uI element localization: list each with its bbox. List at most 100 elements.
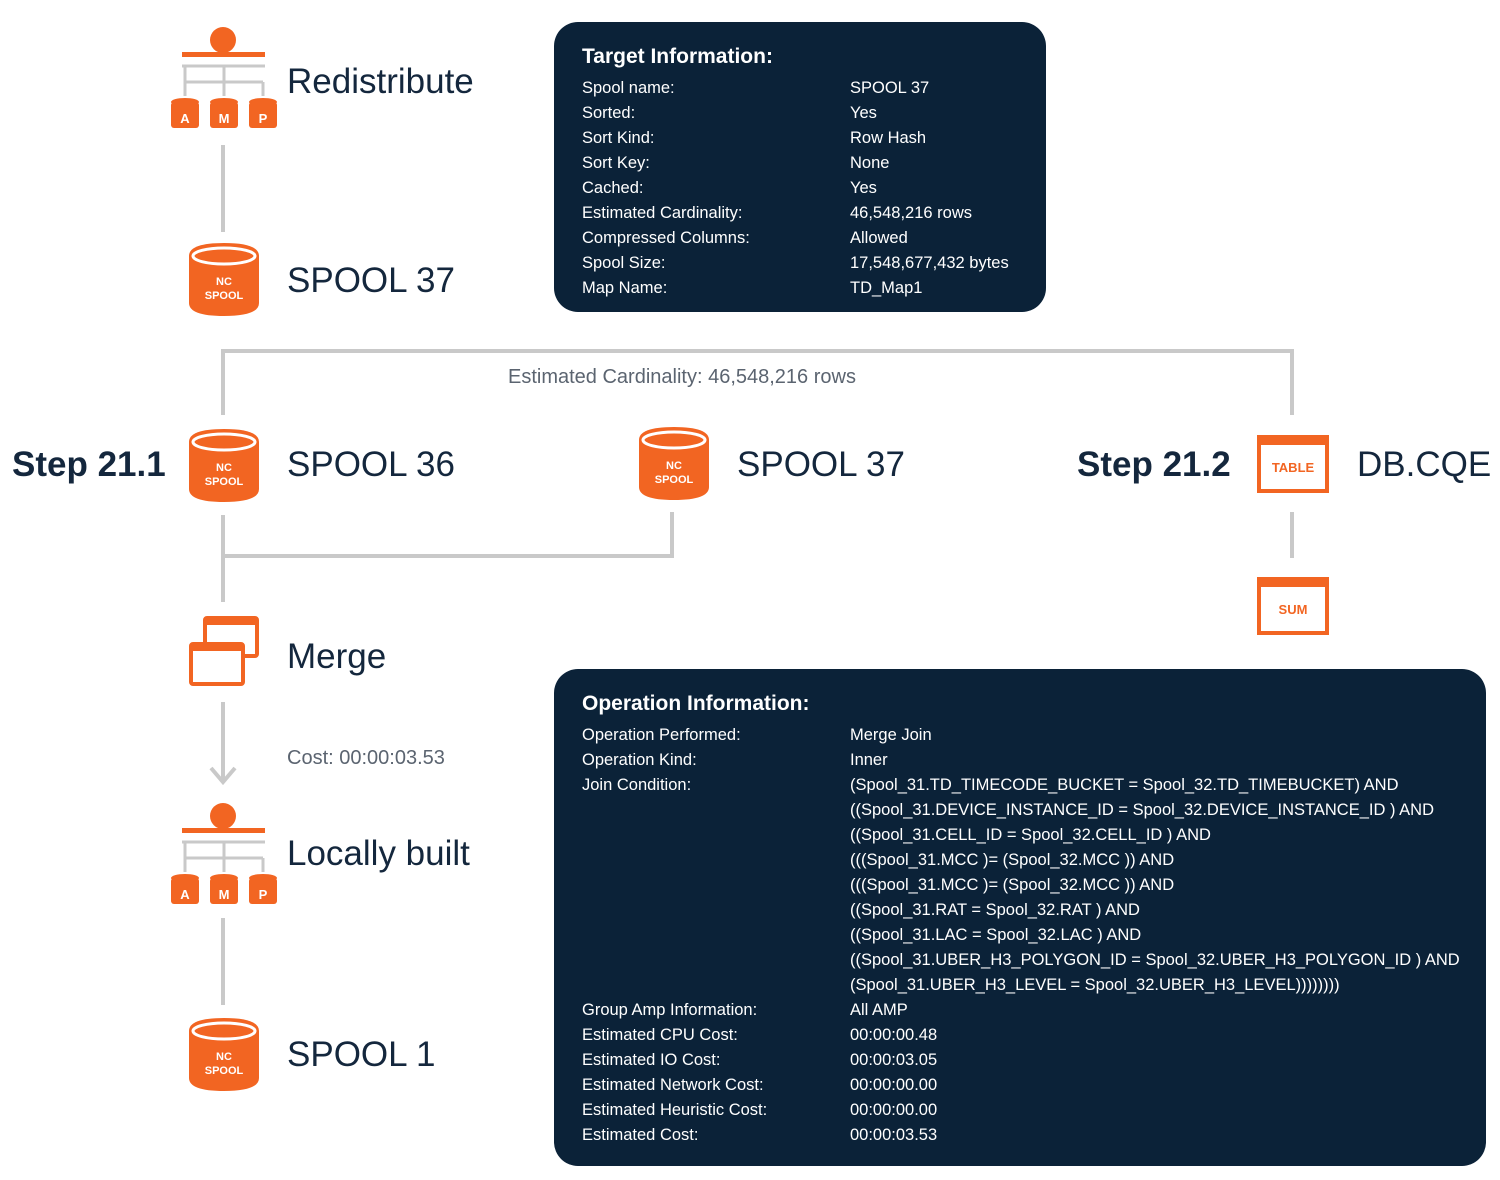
info-row: Sorted: Yes — [582, 101, 1018, 126]
node-label-db-cqe: DB.CQE — [1357, 445, 1492, 484]
info-row: Estimated Network Cost: 00:00:00.00 — [582, 1073, 1458, 1098]
node-label-spool37-top: SPOOL 37 — [287, 261, 455, 300]
join-condition-line: ((Spool_31.UBER_H3_POLYGON_ID = Spool_32… — [850, 951, 1460, 969]
info-row: Sort Key: None — [582, 151, 1018, 176]
info-key: Sort Key: — [582, 154, 650, 172]
info-value: Yes — [850, 104, 877, 122]
nc-spool-icon: NC SPOOL — [188, 1018, 260, 1092]
nc-text: NC — [216, 1051, 232, 1063]
info-value: Merge Join — [850, 726, 932, 744]
arrow-head — [209, 766, 237, 786]
info-key: Estimated Cardinality: — [582, 204, 743, 222]
info-value: Allowed — [850, 229, 908, 247]
nc-text: NC — [666, 460, 682, 472]
node-label-redistribute: Redistribute — [287, 62, 474, 101]
info-row: Spool Size: 17,548,677,432 bytes — [582, 251, 1018, 276]
info-row: Spool name: SPOOL 37 — [582, 76, 1018, 101]
node-label-merge: Merge — [287, 637, 387, 676]
table-icon-text: TABLE — [1272, 460, 1315, 475]
info-row: Estimated Cost: 00:00:03.53 — [582, 1123, 1458, 1148]
table-icon: TABLE — [1257, 435, 1329, 493]
spool-text: SPOOL — [205, 290, 244, 302]
node-label-locally-built: Locally built — [287, 834, 470, 873]
info-key: Estimated Cost: — [582, 1126, 699, 1144]
info-row: Estimated CPU Cost: 00:00:00.48 — [582, 1023, 1458, 1048]
sum-icon: SUM — [1257, 577, 1329, 635]
connector-spool37-branches — [221, 349, 1294, 415]
info-value: 17,548,677,432 bytes — [850, 254, 1009, 272]
info-value: Inner — [850, 751, 888, 769]
info-row: Estimated Heuristic Cost: 00:00:00.00 — [582, 1098, 1458, 1123]
amp-letter-p: P — [259, 887, 268, 902]
info-value: Row Hash — [850, 129, 927, 147]
join-condition-line: (Spool_31.TD_TIMECODE_BUCKET = Spool_32.… — [850, 776, 1399, 794]
connector-spool36-spool37-join — [221, 512, 674, 558]
info-key: Estimated Heuristic Cost: — [582, 1101, 768, 1119]
info-key: Sorted: — [582, 104, 636, 122]
step-21-2-label: Step 21.2 — [1077, 445, 1231, 484]
info-value: All AMP — [850, 1001, 908, 1019]
node-label-spool1: SPOOL 1 — [287, 1035, 436, 1074]
info-key: Sort Kind: — [582, 129, 655, 147]
info-value: None — [850, 154, 890, 172]
info-key: Operation Performed: — [582, 726, 741, 744]
cost-annotation: Cost: 00:00:03.53 — [287, 747, 445, 769]
join-condition-line: ((Spool_31.LAC = Spool_32.LAC ) AND — [850, 926, 1142, 944]
amp-letter-a: A — [180, 111, 190, 126]
spool-text: SPOOL — [205, 476, 244, 488]
join-condition-line: (((Spool_31.MCC )= (Spool_32.MCC )) AND — [850, 851, 1175, 869]
node-label-spool37-mid: SPOOL 37 — [737, 445, 905, 484]
nc-spool-icon: NC SPOOL — [188, 243, 260, 317]
join-condition-line: ((Spool_31.CELL_ID = Spool_32.CELL_ID ) … — [850, 826, 1211, 844]
join-condition-line: ((Spool_31.DEVICE_INSTANCE_ID = Spool_32… — [850, 801, 1434, 819]
info-row: Group Amp Information: All AMP — [582, 998, 1458, 1023]
operation-information-panel: Operation Information: Operation Perform… — [554, 669, 1486, 1166]
info-value: 00:00:00.48 — [850, 1026, 938, 1044]
info-value: 00:00:00.00 — [850, 1076, 938, 1094]
target-information-title: Target Information: — [582, 45, 773, 68]
amp-letter-p: P — [259, 111, 268, 126]
info-key: Estimated Network Cost: — [582, 1076, 764, 1094]
info-key: Join Condition: — [582, 776, 692, 794]
info-value: TD_Map1 — [850, 279, 923, 297]
join-condition-line: (Spool_31.UBER_H3_LEVEL = Spool_32.UBER_… — [850, 976, 1340, 994]
info-key: Spool Size: — [582, 254, 666, 272]
info-row: Estimated Cardinality: 46,548,216 rows — [582, 201, 1018, 226]
merge-windows-icon — [188, 615, 260, 687]
info-key: Estimated CPU Cost: — [582, 1026, 738, 1044]
info-row: Operation Kind:Inner — [582, 748, 1458, 773]
info-key: Group Amp Information: — [582, 1001, 758, 1019]
info-row-join-condition: Join Condition: (Spool_31.TD_TIMECODE_BU… — [582, 773, 1460, 998]
info-row: Compressed Columns: Allowed — [582, 226, 1018, 251]
join-condition-line: (((Spool_31.MCC )= (Spool_32.MCC )) AND — [850, 876, 1175, 894]
estimated-cardinality-annotation: Estimated Cardinality: 46,548,216 rows — [508, 366, 856, 388]
info-value: SPOOL 37 — [850, 79, 930, 97]
amp-local-icon: A M P — [170, 802, 280, 908]
info-key: Estimated IO Cost: — [582, 1051, 721, 1069]
info-key: Spool name: — [582, 79, 675, 97]
info-value: 46,548,216 rows — [850, 204, 973, 222]
info-key: Map Name: — [582, 279, 668, 297]
nc-text: NC — [216, 276, 232, 288]
info-row: Estimated IO Cost: 00:00:03.05 — [582, 1048, 1458, 1073]
spool-text: SPOOL — [655, 474, 694, 486]
nc-spool-icon: NC SPOOL — [638, 427, 710, 501]
info-value: 00:00:03.05 — [850, 1051, 938, 1069]
amp-letter-m: M — [219, 887, 230, 902]
nc-spool-icon: NC SPOOL — [188, 429, 260, 503]
node-label-spool36: SPOOL 36 — [287, 445, 455, 484]
step-21-1-label: Step 21.1 — [12, 445, 166, 484]
info-value: 00:00:00.00 — [850, 1101, 938, 1119]
info-value: Yes — [850, 179, 877, 197]
info-key: Cached: — [582, 179, 644, 197]
info-value: 00:00:03.53 — [850, 1126, 938, 1144]
nc-text: NC — [216, 462, 232, 474]
spool-text: SPOOL — [205, 1065, 244, 1077]
join-condition-line: ((Spool_31.RAT = Spool_32.RAT ) AND — [850, 901, 1140, 919]
info-row: Sort Kind: Row Hash — [582, 126, 1018, 151]
info-key: Compressed Columns: — [582, 229, 750, 247]
operation-information-title: Operation Information: — [582, 692, 810, 715]
amp-letter-m: M — [219, 111, 230, 126]
